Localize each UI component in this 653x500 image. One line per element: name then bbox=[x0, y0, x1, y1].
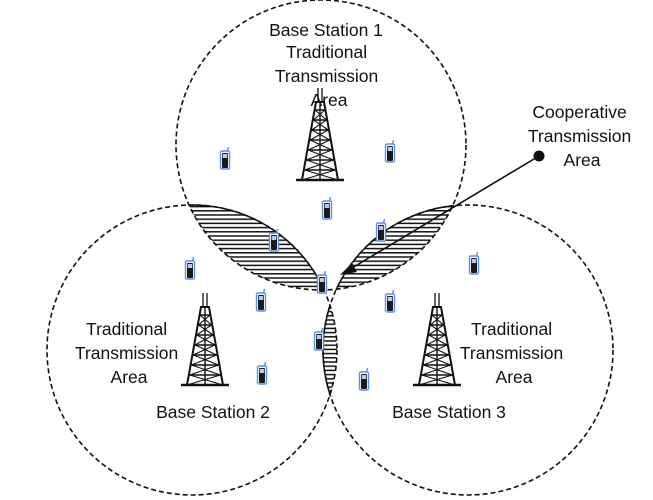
mobile-phone-icon bbox=[384, 289, 396, 313]
cell-tower-icon bbox=[411, 291, 463, 387]
cooperative-area-pointer bbox=[340, 150, 545, 275]
coverage-circle-bs3 bbox=[322, 204, 614, 496]
bs1-name-label: Base Station 1 bbox=[269, 20, 383, 40]
bs3-name-label: Base Station 3 bbox=[392, 402, 506, 422]
mobile-phone-icon bbox=[321, 196, 333, 220]
mobile-phone-icon bbox=[468, 251, 480, 275]
coverage-circle-bs2 bbox=[46, 204, 338, 496]
cell-tower-icon bbox=[179, 291, 231, 387]
mobile-phone-icon bbox=[316, 270, 328, 294]
bs2-area-label: Traditional Transmission Area bbox=[75, 319, 183, 387]
mobile-phone-icon bbox=[255, 288, 267, 312]
bs3-area-label: Traditional Transmission Area bbox=[460, 319, 568, 387]
mobile-phone-icon bbox=[384, 139, 396, 163]
mobile-phone-icon bbox=[358, 367, 370, 391]
coop-area-label: Cooperative Transmission Area bbox=[528, 102, 636, 170]
bs1-area-label: Traditional Transmission Area bbox=[275, 42, 383, 110]
mobile-phone-icon bbox=[375, 218, 387, 242]
mobile-phone-icon bbox=[219, 146, 231, 170]
mobile-phone-icon bbox=[313, 327, 325, 351]
mobile-phone-icon bbox=[256, 361, 268, 385]
bs2-name-label: Base Station 2 bbox=[156, 402, 270, 422]
mobile-phone-icon bbox=[184, 256, 196, 280]
